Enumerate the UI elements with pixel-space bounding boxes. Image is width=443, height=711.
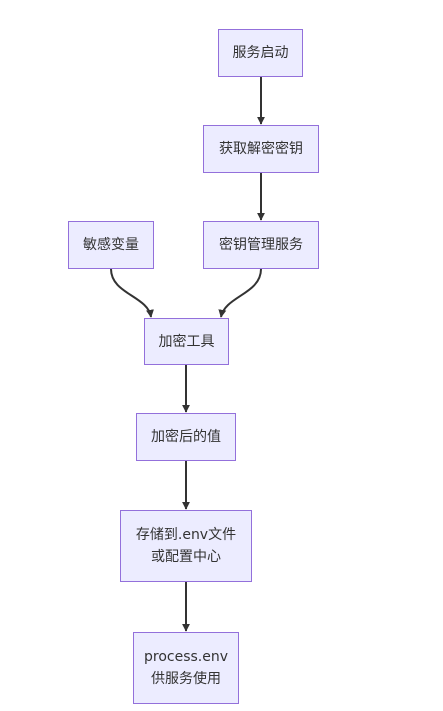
node-label: 敏感变量 <box>83 237 139 253</box>
node-label-line1: process.env <box>143 649 229 665</box>
node-label: 加密工具 <box>158 333 215 350</box>
node-store-to-env-or-config: 存储到.env文件 或配置中心 <box>120 510 252 582</box>
node-service-start: 服务启动 <box>218 29 303 77</box>
node-label: 密钥管理服务 <box>219 237 303 253</box>
node-label-line2: 或配置中心 <box>151 549 221 565</box>
node-encryption-tool: 加密工具 <box>144 318 229 365</box>
node-get-decryption-key: 获取解密密钥 <box>203 125 319 173</box>
edge-key-mgmt-to-encrypt-tool <box>218 268 262 318</box>
node-label-line2: 供服务使用 <box>151 671 221 687</box>
node-label-line1: 存储到.env文件 <box>135 527 237 543</box>
node-process-env: process.env 供服务使用 <box>133 632 239 704</box>
node-label: 加密后的值 <box>151 429 221 445</box>
edge-sensitive-vars-to-encrypt-tool <box>110 268 154 318</box>
node-sensitive-variables: 敏感变量 <box>68 221 154 269</box>
node-encrypted-value: 加密后的值 <box>136 413 236 461</box>
node-label: 获取解密密钥 <box>219 141 303 157</box>
node-label: 服务启动 <box>232 45 289 61</box>
node-key-management-service: 密钥管理服务 <box>203 221 319 269</box>
